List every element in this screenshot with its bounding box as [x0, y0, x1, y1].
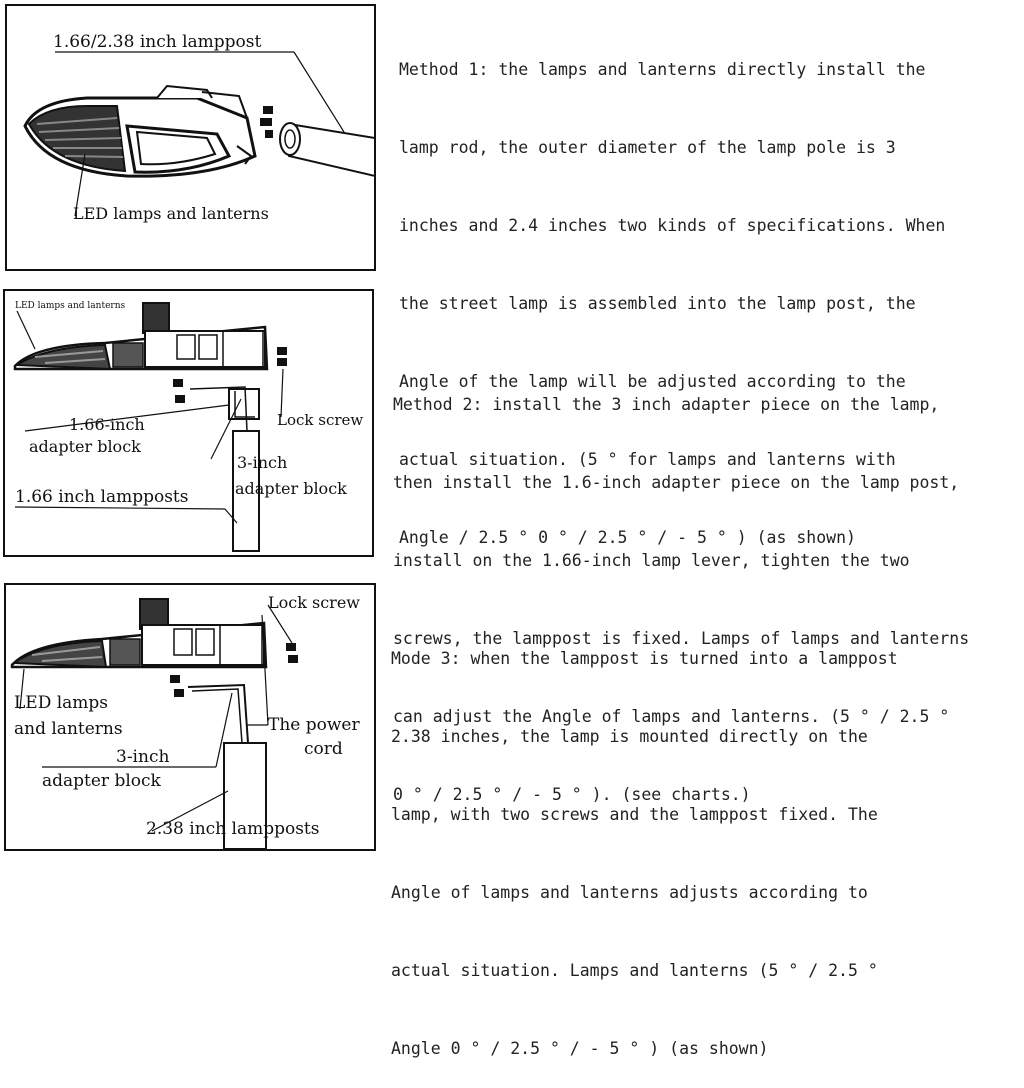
- method3-desc-line: actual situation. Lamps and lanterns (5 …: [391, 961, 878, 980]
- method1-desc-line: inches and 2.4 inches two kinds of speci…: [399, 216, 946, 235]
- method3-desc-line: Angle 0 ° / 2.5 ° / - 5 ° ) (as shown): [391, 1039, 769, 1058]
- method3-led-label-line2: and lanterns: [14, 719, 123, 739]
- method3-led-label-line1: LED lamps: [14, 693, 109, 713]
- method3-description: Mode 3: when the lamppost is turned into…: [391, 594, 898, 1088]
- method3-lamp-drawing: [10, 598, 298, 849]
- method3-desc-line: lamp, with two screws and the lamppost f…: [391, 805, 878, 824]
- method2-lock-screw-label: Lock screw: [277, 411, 364, 429]
- method2-description: Method 2: install the 3 inch adapter pie…: [393, 340, 969, 834]
- method2-adapter-166-label-line1: 1.66-inch: [69, 415, 145, 434]
- method2-lamp-drawing: [13, 302, 287, 552]
- method3-lampposts-label: 2.38 inch lampposts: [146, 819, 320, 839]
- method2-desc-line: screws, the lamppost is fixed. Lamps of …: [393, 629, 970, 648]
- method2-desc-line: 0 ° / 2.5 ° / - 5 ° ). (see charts.): [393, 785, 751, 804]
- method1-desc-line: Angle / 2.5 ° 0 ° / 2.5 ° / - 5 ° ) (as …: [399, 528, 856, 547]
- method1-lamppost-label: 1.66/2.38 inch lamppost: [53, 32, 262, 52]
- method3-lock-screw-label: Lock screw: [268, 593, 360, 612]
- method2-desc-line: then install the 1.6-inch adapter piece …: [393, 473, 960, 492]
- method1-desc-line: actual situation. (5 ° for lamps and lan…: [399, 450, 896, 469]
- method1-desc-line: Angle of the lamp will be adjusted accor…: [399, 372, 906, 391]
- method1-led-label: LED lamps and lanterns: [73, 204, 269, 223]
- method2-desc-line: Method 2: install the 3 inch adapter pie…: [393, 395, 940, 414]
- method2-desc-line: install on the 1.66-inch lamp lever, tig…: [393, 551, 910, 570]
- method2-led-label: LED lamps and lanterns: [15, 301, 126, 311]
- method3-desc-line: 2.38 inches, the lamp is mounted directl…: [391, 727, 868, 746]
- method1-desc-line: the street lamp is assembled into the la…: [399, 294, 916, 313]
- method1-description: Method 1: the lamps and lanterns directl…: [399, 5, 945, 577]
- method2-lampposts-label: 1.66 inch lampposts: [15, 487, 189, 507]
- method2-adapter-3-label-line2: adapter block: [235, 479, 347, 498]
- method1-desc-line: lamp rod, the outer diameter of the lamp…: [399, 138, 896, 157]
- method3-power-cord-label-line1: The power: [268, 715, 360, 735]
- method3-diagram-panel: Lock screw LED lamps and lanterns The po…: [4, 583, 376, 851]
- method3-desc-line: Angle of lamps and lanterns adjusts acco…: [391, 883, 868, 902]
- method3-adapter-3-label-line1: 3-inch: [116, 747, 170, 767]
- method2-diagram-panel: LED lamps and lanterns Lock screw 1.66-i…: [3, 289, 374, 557]
- method2-adapter-3-label-line1: 3-inch: [237, 453, 288, 472]
- method3-adapter-3-label-line2: adapter block: [42, 771, 161, 791]
- method1-lamp-drawing: [23, 51, 374, 217]
- method3-desc-line: Mode 3: when the lamppost is turned into…: [391, 649, 898, 668]
- method1-diagram-panel: 1.66/2.38 inch lamppost LED lamps and la…: [5, 4, 376, 271]
- method1-desc-line: Method 1: the lamps and lanterns directl…: [399, 60, 926, 79]
- method3-power-cord-label-line2: cord: [304, 739, 343, 759]
- method2-adapter-166-label-line2: adapter block: [29, 437, 141, 456]
- method2-desc-line: can adjust the Angle of lamps and lanter…: [393, 707, 950, 726]
